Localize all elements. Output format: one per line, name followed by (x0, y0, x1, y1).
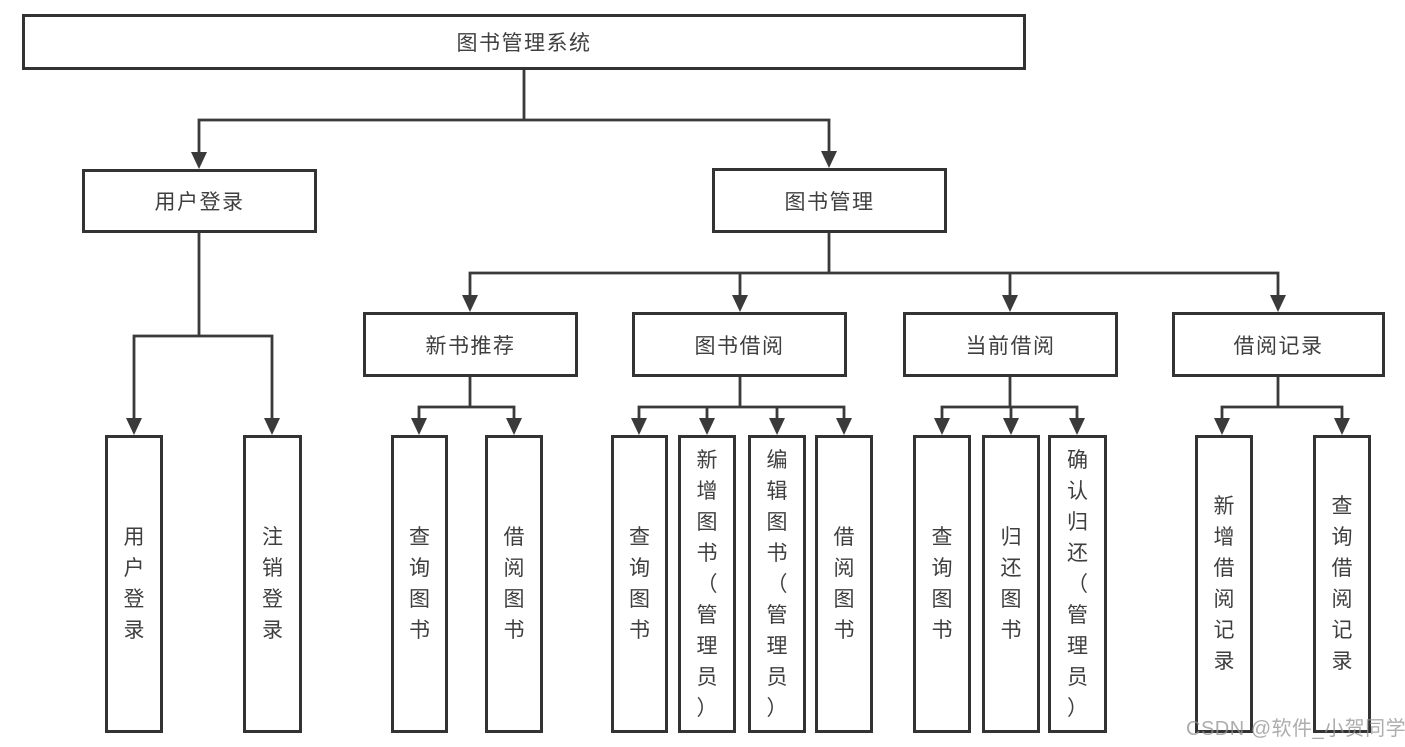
node-label: 当前借阅 (965, 334, 1056, 358)
leaf-label: 新增借阅记录 (1213, 495, 1235, 673)
leaf-label: 归还图书 (1000, 526, 1022, 642)
leaf-label: 查询图书 (931, 526, 953, 642)
node-library-management-system: 图书管理系统 (22, 14, 1026, 70)
leaf-borrow-books: 借阅图书 (815, 435, 873, 733)
leaf-label: 借阅图书 (833, 526, 855, 642)
leaf-query-books-recommend: 查询图书 (391, 435, 448, 733)
leaf-add-borrow-record: 新增借阅记录 (1195, 435, 1253, 733)
leaf-label: 新增图书（管理员） (696, 448, 718, 720)
node-label: 图书管理系统 (456, 32, 592, 55)
leaf-label: 编辑图书（管理员） (766, 448, 788, 720)
node-borrowing-records: 借阅记录 (1172, 312, 1385, 377)
node-new-book-recommend: 新书推荐 (363, 312, 578, 377)
leaf-query-books-borrowing: 查询图书 (611, 435, 668, 733)
node-label: 用户登录 (154, 191, 245, 214)
leaf-query-borrow-record: 查询借阅记录 (1313, 435, 1371, 733)
leaf-label: 用户登录 (123, 526, 145, 642)
leaf-label: 注销登录 (262, 526, 283, 642)
leaf-borrow-books-recommend: 借阅图书 (485, 435, 543, 733)
node-label: 图书借阅 (694, 334, 785, 358)
leaf-edit-book-admin: 编辑图书（管理员） (748, 435, 806, 733)
leaf-confirm-return-admin: 确认归还（管理员） (1048, 435, 1107, 733)
leaf-add-book-admin: 新增图书（管理员） (678, 435, 736, 733)
leaf-label: 查询图书 (409, 526, 430, 642)
node-book-borrowing: 图书借阅 (632, 312, 847, 377)
node-book-management: 图书管理 (712, 168, 947, 233)
leaf-label: 确认归还（管理员） (1067, 448, 1088, 720)
node-label: 借阅记录 (1233, 334, 1324, 358)
node-current-borrowing: 当前借阅 (903, 312, 1118, 377)
leaf-label: 借阅图书 (503, 526, 525, 642)
leaf-label: 查询借阅记录 (1331, 495, 1353, 673)
node-label: 图书管理 (784, 190, 875, 214)
leaf-logout: 注销登录 (243, 435, 302, 733)
leaf-label: 查询图书 (629, 526, 650, 642)
node-label: 新书推荐 (425, 334, 516, 358)
leaf-return-book: 归还图书 (982, 435, 1040, 733)
leaf-user-login: 用户登录 (105, 435, 163, 733)
csdn-watermark: CSDN @软件_小贺同学 (1186, 718, 1405, 740)
node-user-login: 用户登录 (82, 169, 317, 233)
leaf-query-books-current: 查询图书 (913, 435, 971, 733)
